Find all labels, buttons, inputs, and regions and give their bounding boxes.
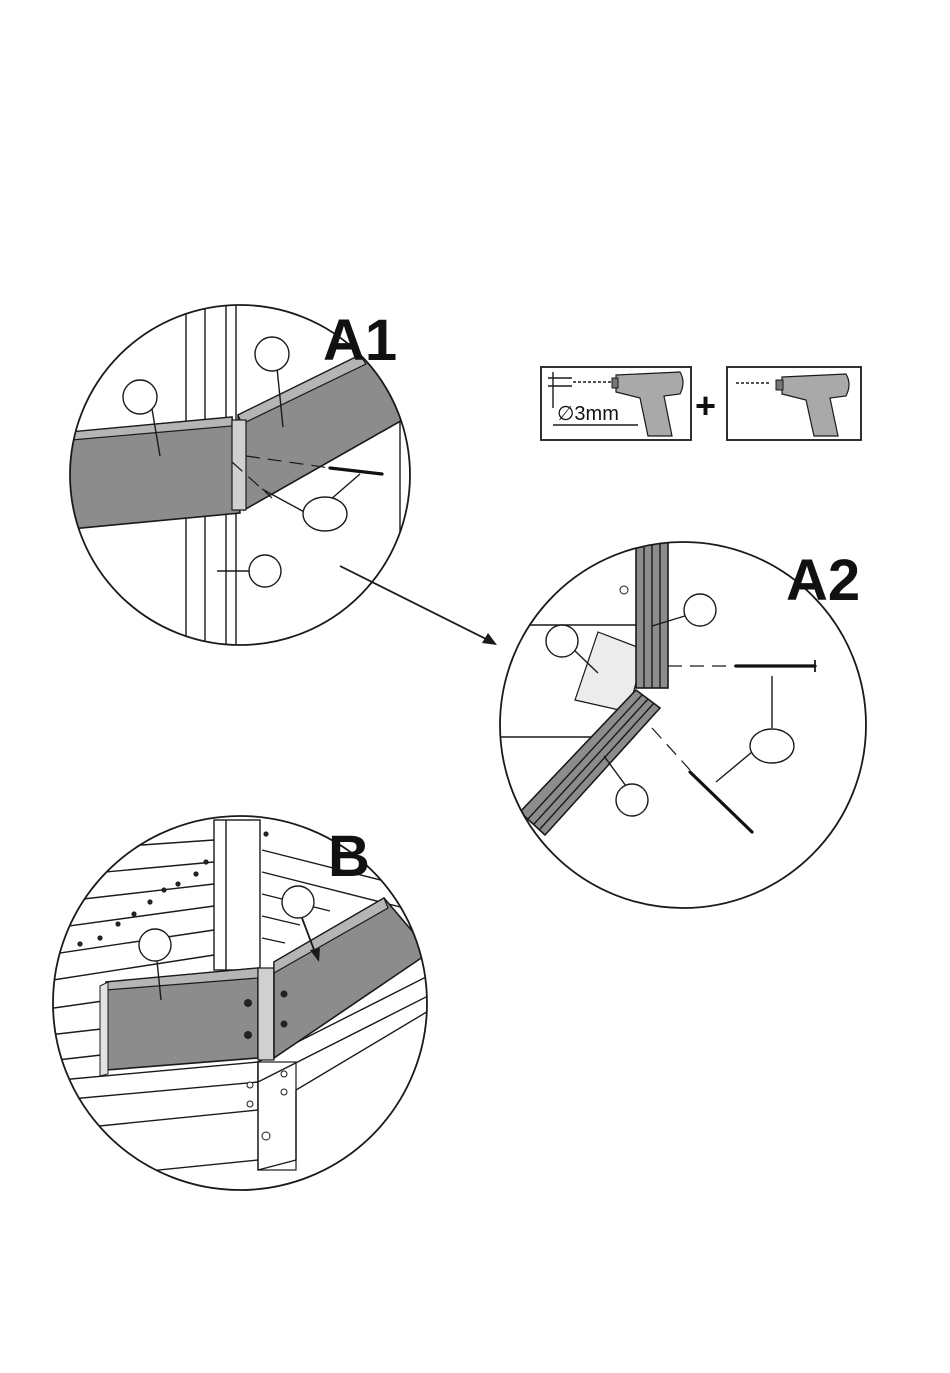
callout-a1-left-board [123,380,157,414]
left-wall-board [60,417,240,530]
power-screwdriver-icon [776,374,849,436]
callout-a1-screw [303,497,347,531]
detail-b: B [40,816,430,1190]
callout-b-left-board [139,929,171,961]
detail-a2: A2 [500,540,866,908]
step-label-b: B [328,824,370,889]
plus-sign: + [695,385,716,426]
tool-box-drill: ∅3mm [541,367,691,440]
callout-a1-right-board [255,337,289,371]
screw-a1 [330,468,382,474]
step-label-a1: A1 [323,308,397,373]
corner-connector [232,420,246,510]
callout-a1-post [249,555,281,587]
callout-a2-connector [546,625,578,657]
drill-icon [612,372,683,436]
callout-a2-screws [750,729,794,763]
screw-a2-angled [690,772,752,832]
vertical-board-a2 [636,540,668,688]
detail-a1: A1 [60,300,420,650]
detail-arrow [340,566,497,645]
corner-connector-b [258,968,274,1060]
tool-box-screwdriver [727,367,861,440]
step-label-a2: A2 [786,548,860,613]
corner-post-b [214,820,260,970]
callout-a2-vertical-board [684,594,716,626]
callout-a2-angled-board [616,784,648,816]
drill-bit-diameter: ∅3mm [557,403,619,425]
right-wall-board [238,355,420,510]
left-wall-board-b [100,968,258,1076]
callout-b-right-board [282,886,314,918]
